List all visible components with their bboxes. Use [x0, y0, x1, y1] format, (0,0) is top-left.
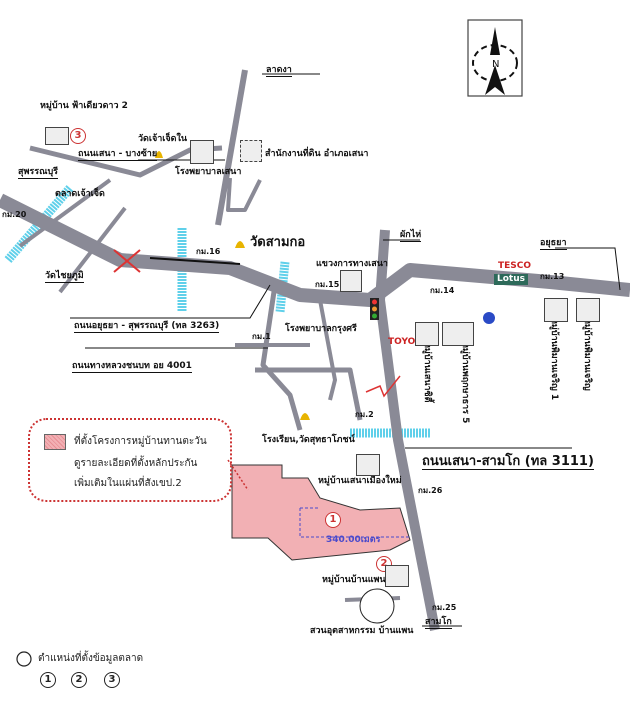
highway-office-label: แขวงการทางเสนา — [316, 259, 388, 269]
direction-samko: สามโก — [425, 617, 452, 629]
village-a-label: หมู่บ้านเสนาซิตี้ — [422, 342, 432, 403]
village-new-label: หมู่บ้านเสนาเมืองใหม่ — [318, 476, 402, 486]
direction-ladngua: ลาดงา — [266, 65, 292, 77]
road-3263-label: ถนนอยุธยา - สุพรรณบุรี (ทล 3263) — [74, 321, 220, 333]
km-20: กม.20 — [2, 210, 27, 219]
village-c-label: หมู่บ้านพิมานเจริญ 1 — [549, 318, 559, 401]
hospital-icon — [190, 140, 214, 164]
village-2-icon — [385, 565, 409, 587]
village-2-label: หมู่บ้านบ้านแพน — [322, 575, 386, 585]
compass-rose: N — [467, 19, 523, 97]
market-label: ตลาดเจ้าเจ็ด — [55, 189, 105, 199]
toyota-logo: TOYOTA — [388, 337, 428, 347]
park-label: สวนอุตสาหกรรม บ้านแพน — [310, 626, 414, 636]
project-swatch-icon — [44, 434, 66, 450]
marker-1[interactable]: 1 — [325, 512, 341, 528]
village-new-icon — [356, 454, 380, 476]
village-b-icon — [442, 322, 474, 346]
road-4001-label: ถนนทางหลวงชนบท อย 4001 — [72, 361, 192, 373]
hospital-2-label: โรงพยาบาลกรุงศรี — [285, 324, 357, 334]
highway-office-icon — [340, 270, 362, 292]
village-b-label: หมู่บ้านพฤกษาธาร 5 — [460, 342, 470, 424]
km-13: กม.13 — [540, 272, 565, 281]
callout-line-2: ดูรายละเอียดที่ตั้งหลักประกัน — [74, 458, 198, 469]
village-c-icon — [544, 298, 568, 322]
tesco-logo: TESCO — [498, 261, 532, 271]
callout-line-3: เพิ่มเติมในแผ่นที่สังเขป.2 — [74, 478, 182, 489]
direction-phakhai: ผักไห่ — [400, 230, 422, 242]
village-3-label: หมู่บ้าน ฟ้าเดียวดาว 2 — [40, 101, 128, 111]
sena-hospital-label: โรงพยาบาลเสนา — [175, 167, 242, 177]
school-wat-label: โรงเรียน,วัดสุทธาโภชน์ — [262, 435, 355, 445]
village-3-icon — [45, 127, 69, 145]
legend-num-1: 1 — [40, 672, 56, 688]
lotus-logo: Lotus — [494, 274, 528, 285]
land-office-icon — [240, 140, 262, 162]
direction-ayutthaya: อยุธยา — [540, 238, 567, 250]
wat-sam-mak-label: วัดสามกอ — [250, 235, 306, 250]
land-office-label: สำนักงานที่ดิน อำเภอเสนา — [265, 149, 369, 159]
project-area — [231, 464, 411, 561]
km-16: กม.16 — [196, 247, 221, 256]
km-1: กม.1 — [252, 332, 271, 341]
km-26: กม.26 — [418, 486, 443, 495]
km-2: กม.2 — [355, 410, 374, 419]
legend-label: ตำแหน่งที่ตั้งข้อมูลตลาด — [38, 653, 144, 664]
callout-line-1: ที่ตั้งโครงการหมู่บ้านทานตะวัน — [74, 436, 207, 447]
project-callout: ที่ตั้งโครงการหมู่บ้านทานตะวัน ดูรายละเอ… — [28, 418, 232, 502]
legend-num-3: 3 — [104, 672, 120, 688]
km-14: กม.14 — [430, 286, 455, 295]
marker-3[interactable]: 3 — [70, 128, 86, 144]
km-15: กม.15 — [315, 280, 340, 289]
km-25: กม.25 — [432, 603, 457, 612]
village-d-icon — [576, 298, 600, 322]
road-3111-label: ถนนเสนา-สามโก (ทล 3111) — [422, 454, 594, 470]
village-d-label: หมู่บ้านพิมานเจริญ — [582, 318, 592, 391]
wat-chao-chet-label: วัดเจ้าเจ็ดใน — [138, 134, 188, 144]
direction-wat-chaiyaphum: วัดไชยภูมิ — [45, 271, 84, 283]
direction-suphanburi: สุพรรณบุรี — [18, 167, 58, 179]
svg-text:N: N — [492, 59, 499, 70]
village-a-icon — [415, 322, 439, 346]
distance-label: 340.00เมตร — [326, 535, 381, 545]
legend-num-2: 2 — [71, 672, 87, 688]
road-sena-bangsai: ถนนเสนา - บางซ้าย — [78, 149, 158, 161]
